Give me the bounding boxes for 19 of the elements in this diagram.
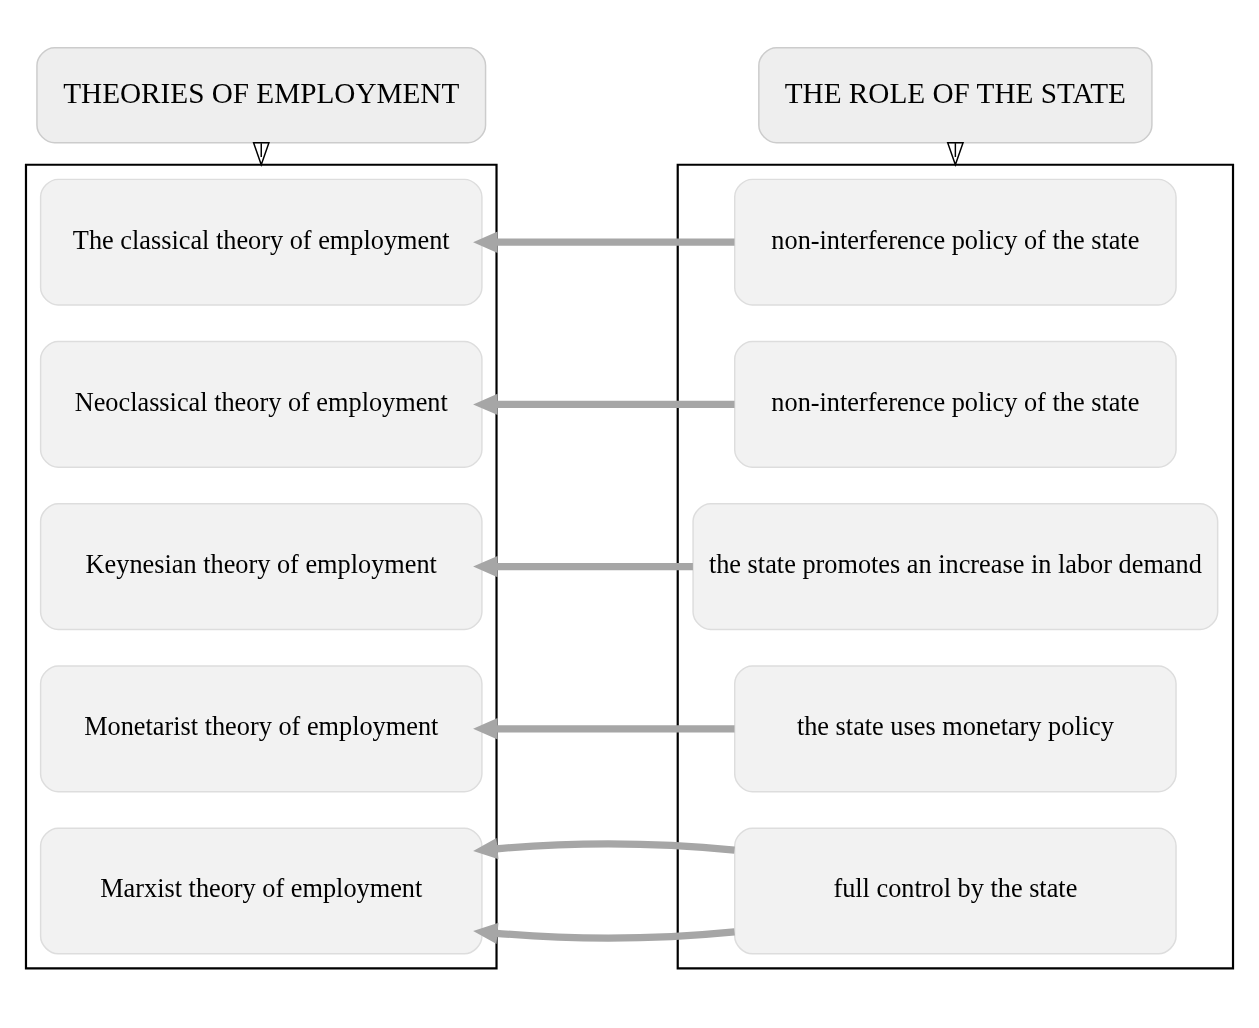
- arrow: [473, 555, 693, 578]
- node-box: non-interference policy of the state: [734, 178, 1177, 306]
- node-box: Keynesian theory of employment: [39, 503, 483, 631]
- node-box: Neoclassical theory of employment: [39, 340, 483, 468]
- arrow: [473, 231, 735, 253]
- node-box: the state promotes an increase in labor demand: [692, 503, 1219, 631]
- node-box: Marxist theory of employment: [39, 827, 483, 955]
- arrow: [473, 393, 735, 416]
- node-box: the state uses monetary policy: [734, 665, 1177, 793]
- node-box: non-interference policy of the state: [734, 340, 1177, 468]
- arrow: [473, 838, 735, 860]
- arrow: [473, 718, 735, 740]
- cluster: [676, 163, 1235, 970]
- node-box: The classical theory of employment: [39, 178, 483, 306]
- arrow: [473, 922, 735, 944]
- node-box: full control by the state: [734, 827, 1177, 955]
- node-box: THEORIES OF EMPLOYMENT: [36, 47, 487, 144]
- node-box: Monetarist theory of employment: [39, 665, 483, 793]
- node-box: THE ROLE OF THE STATE: [758, 47, 1153, 144]
